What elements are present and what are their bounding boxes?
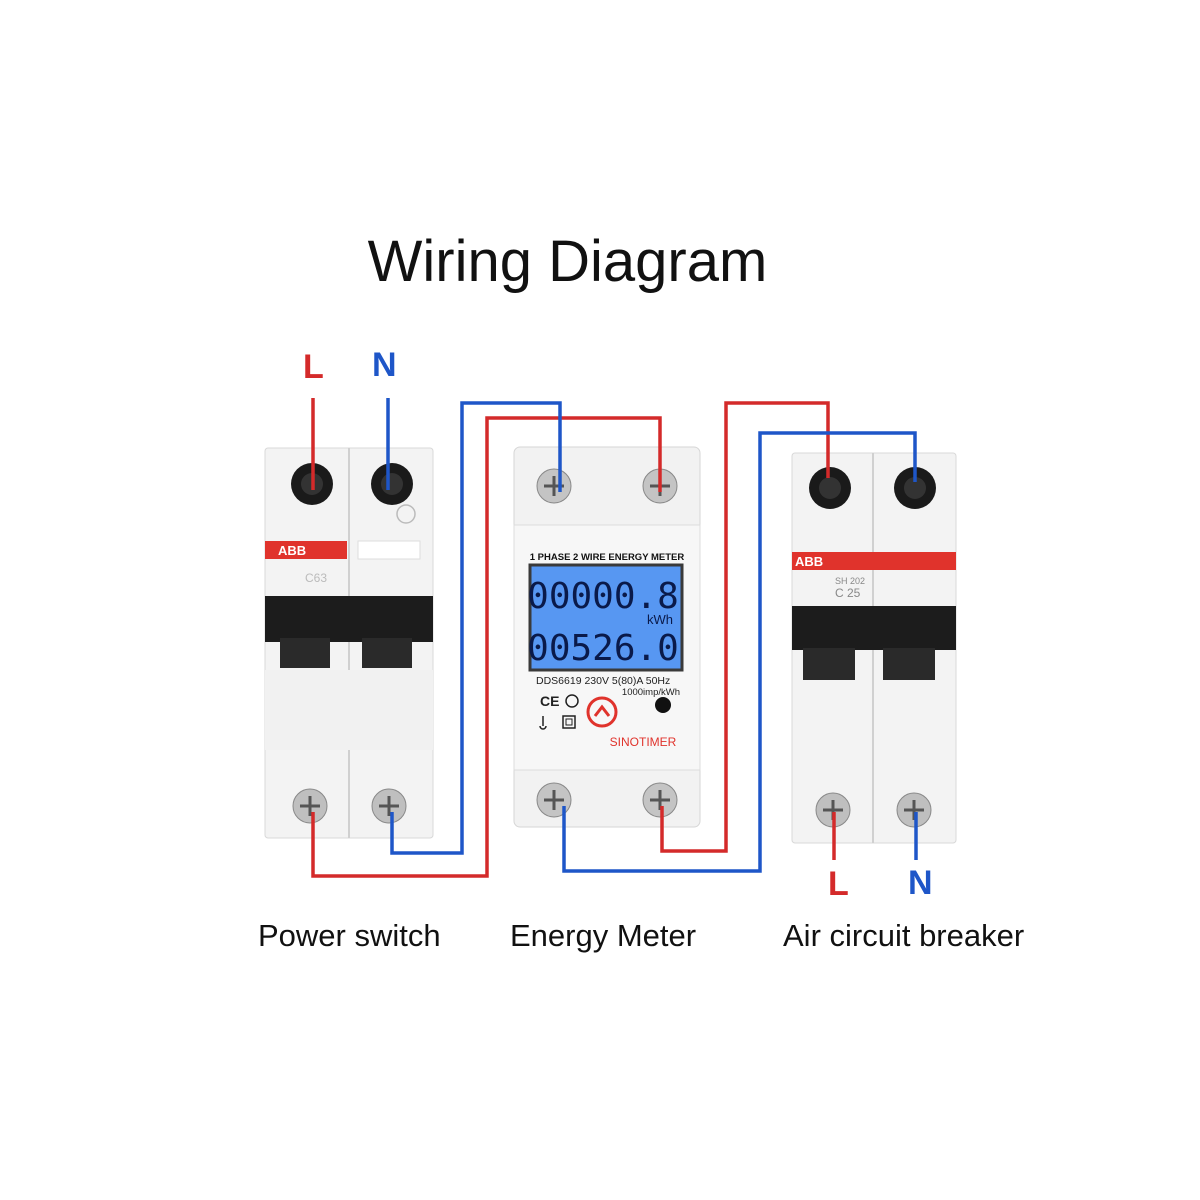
diagram-title: Wiring Diagram xyxy=(367,229,768,294)
rating-label: C63 xyxy=(305,571,327,585)
acb-brand-band xyxy=(792,552,956,570)
brand-label: ABB xyxy=(278,543,306,558)
label-top-n: N xyxy=(372,346,397,384)
reading-unit: kWh xyxy=(647,612,673,627)
label-top-l: L xyxy=(303,348,324,386)
wire-meter-l-to-acb xyxy=(660,401,830,853)
spec-line: DDS6619 230V 5(80)A 50Hz xyxy=(536,675,670,687)
neutral-mark-icon xyxy=(396,504,416,524)
caption-energy-meter: Energy Meter xyxy=(510,918,697,953)
impulse-rate: 1000imp/kWh xyxy=(622,687,680,698)
pulse-led-icon xyxy=(655,697,671,713)
double-insulation-icon xyxy=(562,715,576,729)
wires xyxy=(311,398,918,878)
label-bottom-n: N xyxy=(908,864,933,902)
meter-header: 1 PHASE 2 WIRE ENERGY METER xyxy=(530,552,685,563)
label-bottom-l: L xyxy=(828,865,849,903)
acb-rating: C 25 xyxy=(835,586,861,600)
wire-meter-n-to-acb xyxy=(562,431,917,873)
wire-ps-l-to-meter xyxy=(311,416,662,878)
brand-band xyxy=(265,541,347,559)
acb-brand-label: ABB xyxy=(795,554,823,569)
reading-top: 00000.8 xyxy=(527,576,679,617)
acb-toggle-right-icon xyxy=(883,648,935,680)
power-switch-device: ABB C63 xyxy=(264,447,434,839)
meter-brand: SINOTIMER xyxy=(610,735,677,749)
toggle-left-icon xyxy=(280,638,330,668)
reading-bottom: 00526.0 xyxy=(527,628,679,669)
acb-toggle-bar xyxy=(792,606,956,650)
caption-power-switch: Power switch xyxy=(258,918,441,953)
lcd-screen xyxy=(528,563,684,672)
class-mark-icon xyxy=(565,694,579,708)
toggle-right-icon xyxy=(362,638,412,668)
toggle-bar xyxy=(265,596,433,642)
wire-ps-n-to-meter xyxy=(390,401,562,855)
thermo-icon xyxy=(539,716,547,730)
ce-mark: CE xyxy=(540,693,559,709)
energy-meter-device: 1 PHASE 2 WIRE ENERGY METER 00000.8 kWh … xyxy=(513,446,701,828)
acb-toggle-left-icon xyxy=(803,648,855,680)
acb-model: SH 202 xyxy=(835,576,865,586)
air-circuit-breaker-device: ABB SH 202 C 25 xyxy=(791,452,957,844)
caption-air-circuit-breaker: Air circuit breaker xyxy=(783,918,1025,953)
sinotimer-logo-icon xyxy=(586,696,618,728)
